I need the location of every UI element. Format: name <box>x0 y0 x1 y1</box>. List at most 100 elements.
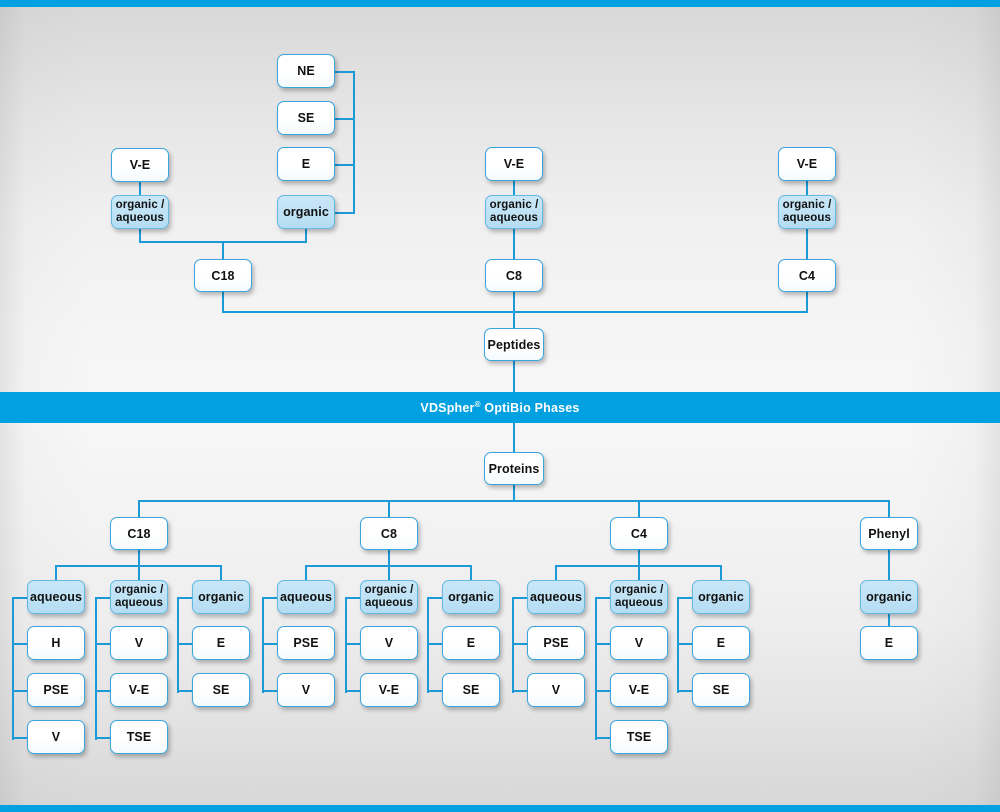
connector-c4-oa-bus <box>595 597 597 740</box>
node-c18-aq-child-1[interactable]: H <box>27 626 85 660</box>
node-c8-or-child-1[interactable]: E <box>442 626 500 660</box>
node-c18-organic-aqueous[interactable]: organic /aqueous <box>110 580 168 614</box>
node-c8-aq-child-1[interactable]: PSE <box>277 626 335 660</box>
node-bottom-phenyl[interactable]: Phenyl <box>860 517 918 550</box>
connector-peptides-drop <box>513 311 515 328</box>
connector-bus-to-c4 <box>638 500 640 517</box>
node-c8-organic-aqueous[interactable]: organic /aqueous <box>360 580 418 614</box>
node-top-c4-ve[interactable]: V-E <box>778 147 836 181</box>
connector-c8-or-bus <box>427 597 429 693</box>
node-top-e[interactable]: E <box>277 147 335 181</box>
connector-top-c4-oa-down <box>806 229 808 259</box>
connector-c18-to-aqueous <box>55 565 57 580</box>
connector-c8-to-aqueous <box>305 565 307 580</box>
node-c18-organic[interactable]: organic <box>192 580 250 614</box>
node-top-c4[interactable]: C4 <box>778 259 836 292</box>
node-top-organic[interactable]: organic <box>277 195 335 229</box>
node-top-c8-ve[interactable]: V-E <box>485 147 543 181</box>
connector-c4-to-organic <box>720 565 722 580</box>
node-top-c18[interactable]: C18 <box>194 259 252 292</box>
node-c8-aq-child-2[interactable]: V <box>277 673 335 707</box>
connector-top-c18-ve <box>139 182 141 195</box>
node-c18-aq-child-2[interactable]: PSE <box>27 673 85 707</box>
connector-c4-or-2 <box>677 690 694 692</box>
banner-label: VDSpher® OptiBio Phases <box>420 399 580 415</box>
node-c4-aqueous[interactable]: aqueous <box>527 580 585 614</box>
node-top-c8[interactable]: C8 <box>485 259 543 292</box>
node-c18-or-child-2[interactable]: SE <box>192 673 250 707</box>
connector-c18-stem <box>138 550 140 566</box>
connector-c18-oa-1 <box>95 643 112 645</box>
node-phenyl-or-child-1[interactable]: E <box>860 626 918 660</box>
connector-c8-aq-bus <box>262 597 264 693</box>
node-c18-oa-child-1[interactable]: V <box>110 626 168 660</box>
node-bottom-c18[interactable]: C18 <box>110 517 168 550</box>
node-bottom-c8[interactable]: C8 <box>360 517 418 550</box>
node-c18-oa-child-3[interactable]: TSE <box>110 720 168 754</box>
node-top-se[interactable]: SE <box>277 101 335 135</box>
connector-organic-bus <box>353 71 355 213</box>
node-c8-oa-child-2[interactable]: V-E <box>360 673 418 707</box>
node-bottom-c4[interactable]: C4 <box>610 517 668 550</box>
node-c4-oa-child-2[interactable]: V-E <box>610 673 668 707</box>
connector-c4-aq-bus <box>512 597 514 693</box>
connector-c18-aq-3 <box>12 737 29 739</box>
connector-c4-oa-3 <box>595 737 612 739</box>
node-top-c18-organic-aqueous[interactable]: organic / aqueous <box>111 195 169 229</box>
node-c8-organic[interactable]: organic <box>442 580 500 614</box>
node-c18-aqueous[interactable]: aqueous <box>27 580 85 614</box>
node-c8-aqueous[interactable]: aqueous <box>277 580 335 614</box>
connector-top-c4-ve <box>806 181 808 195</box>
node-c4-organic[interactable]: organic <box>692 580 750 614</box>
connector-c18-aq-2 <box>12 690 29 692</box>
node-c4-or-child-1[interactable]: E <box>692 626 750 660</box>
node-c4-organic-aqueous[interactable]: organic /aqueous <box>610 580 668 614</box>
connector-c8-aq-2 <box>262 690 279 692</box>
connector-phenyl-stem <box>888 550 890 580</box>
connector-c18-or-bus <box>177 597 179 693</box>
connector-phenyl-organic-down <box>888 614 890 626</box>
connector-c18-aq-1 <box>12 643 29 645</box>
connector-c18-or-top <box>177 597 194 599</box>
connector-c4-stem <box>638 550 640 566</box>
node-c18-oa-child-2[interactable]: V-E <box>110 673 168 707</box>
top-accent-bar <box>0 0 1000 7</box>
node-c18-aq-child-3[interactable]: V <box>27 720 85 754</box>
node-c4-or-child-2[interactable]: SE <box>692 673 750 707</box>
connector-c4-oa-2 <box>595 690 612 692</box>
connector-c18-aq-bus <box>12 597 14 740</box>
node-top-c18-ve[interactable]: V-E <box>111 148 169 182</box>
connector-proteins-bus <box>138 500 889 502</box>
node-top-c8-organic-aqueous[interactable]: organic / aqueous <box>485 195 543 229</box>
connector-c18-to-oa <box>138 565 140 580</box>
node-phenyl-organic[interactable]: organic <box>860 580 918 614</box>
node-peptides[interactable]: Peptides <box>484 328 544 361</box>
connector-bus-to-c18 <box>138 500 140 517</box>
node-proteins[interactable]: Proteins <box>484 452 544 485</box>
connector-c4-aq-2 <box>512 690 529 692</box>
node-top-c4-organic-aqueous[interactable]: organic / aqueous <box>778 195 836 229</box>
connector-c4-oa-top <box>595 597 612 599</box>
node-c4-aq-child-2[interactable]: V <box>527 673 585 707</box>
connector-c8-oa-top <box>345 597 362 599</box>
connector-c4-aq-top <box>512 597 529 599</box>
node-c18-or-child-1[interactable]: E <box>192 626 250 660</box>
connector-peptides-to-banner <box>513 361 515 392</box>
connector-bus-to-c8 <box>388 500 390 517</box>
connector-c8-aq-1 <box>262 643 279 645</box>
node-c4-aq-child-1[interactable]: PSE <box>527 626 585 660</box>
connector-c8-aq-top <box>262 597 279 599</box>
node-c4-oa-child-1[interactable]: V <box>610 626 668 660</box>
node-c8-or-child-2[interactable]: SE <box>442 673 500 707</box>
connector-c18-to-trunk <box>222 292 224 312</box>
node-c4-oa-child-3[interactable]: TSE <box>610 720 668 754</box>
connector-c4-to-oa <box>638 565 640 580</box>
node-top-ne[interactable]: NE <box>277 54 335 88</box>
connector-c8-or-2 <box>427 690 444 692</box>
connector-c4-or-bus <box>677 597 679 693</box>
node-c8-oa-child-1[interactable]: V <box>360 626 418 660</box>
connector-c8-oa-bus <box>345 597 347 693</box>
connector-c18-drop <box>222 241 224 259</box>
connector-e-stub <box>335 164 355 166</box>
